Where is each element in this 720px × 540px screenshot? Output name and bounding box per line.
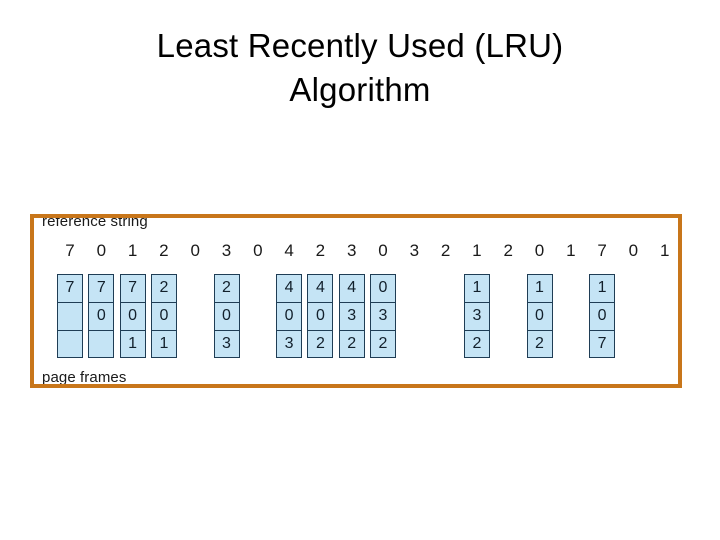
reference-string-value: 1 [127,241,138,260]
page-frame-cell: 0 [589,302,616,330]
page-frame-cell: 1 [526,274,553,302]
reference-string-value: 4 [284,241,294,260]
page-frame-cell: 3 [338,302,365,330]
reference-string-row: 7 0 1 2 0 3 0 4 2 3 0 3 2 1 2 0 1 7 0 1 [34,240,678,262]
page-frame-cell: 4 [338,274,365,302]
page-frame-cell: 2 [526,330,553,358]
page-title-line-1: Least Recently Used (LRU) [156,27,564,64]
page-frame-cell: 0 [276,302,303,330]
page-frame-cell: 1 [589,274,616,302]
reference-string-value: 0 [628,241,639,260]
page-frame-cell: 2 [307,330,334,358]
reference-string-value: 0 [534,241,545,260]
page-frame-column: 7 [57,274,83,358]
page-frame-cell: 3 [370,302,396,330]
reference-string-value: 3 [409,241,420,260]
page-frame-cell: 0 [526,302,553,330]
reference-string-value: 0 [96,241,107,260]
page-frame-cell: 4 [307,274,334,302]
page-frame-cell: 3 [276,330,303,358]
page-frame-cell: 0 [307,302,334,330]
page-frame-cell: 7 [88,274,115,302]
reference-string-value: 1 [566,241,576,260]
reference-string-value: 7 [65,241,75,260]
page-frame-cell: 1 [463,274,490,302]
reference-string-value: 1 [472,241,482,260]
page-frame-cell: 0 [88,302,115,330]
reference-string-value: 7 [597,241,607,260]
page-frame-cell [57,302,83,330]
reference-string-value: 3 [221,241,232,260]
reference-string-value: 2 [503,241,513,260]
page-frame-cell: 2 [213,274,240,302]
page-title: Least Recently Used (LRU) Algorithm [0,24,720,112]
reference-string-value: 2 [440,241,451,260]
page-frame-cell: 0 [119,302,146,330]
page-frame-cell: 3 [463,302,490,330]
page-frame-cell: 7 [57,274,83,302]
reference-string-value: 2 [315,241,326,260]
page-frame-cell: 2 [338,330,365,358]
page-frame-cell: 3 [213,330,240,358]
page-frame-cell [57,330,83,358]
page-frame-cell [88,330,115,358]
page-frame-cell: 0 [213,302,240,330]
reference-string-value: 0 [190,241,200,260]
page-title-line-2: Algorithm [289,71,431,108]
reference-string-label: reference string [42,214,148,229]
page-frame-cell: 7 [119,274,146,302]
reference-string-value: 3 [346,241,357,260]
reference-string-value: 0 [378,241,388,260]
reference-string-value: 1 [659,241,670,260]
page-frames-label: page frames [42,370,127,384]
reference-string-value: 2 [159,241,169,260]
page-frame-cell: 1 [119,330,146,358]
page-frame-cell: 7 [589,330,616,358]
page-frame-cell: 2 [370,330,396,358]
page-frame-cell: 0 [370,274,396,302]
page-frame-cell: 2 [463,330,490,358]
page-frame-cell: 1 [150,330,177,358]
page-frame-cell: 2 [150,274,177,302]
page-frame-cell: 4 [276,274,303,302]
reference-string-value: 0 [253,241,263,260]
page-frame-cell: 0 [150,302,177,330]
